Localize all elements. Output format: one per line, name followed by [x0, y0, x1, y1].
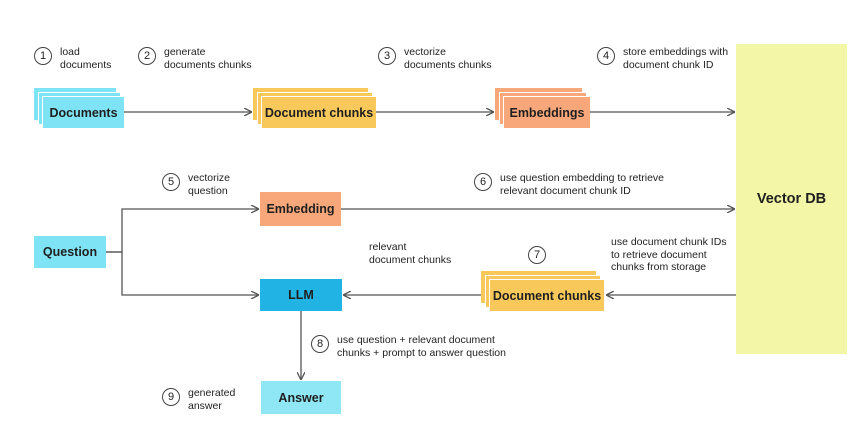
step-6: 6 use question embedding to retrieve rel…	[474, 172, 664, 197]
step-7: 7	[528, 245, 554, 264]
step-label: generated answer	[188, 387, 236, 412]
step-label: use question + relevant document chunks …	[337, 334, 506, 359]
arrow-question-to-llm	[106, 251, 258, 295]
step-label: vectorize documents chunks	[404, 46, 492, 71]
document-chunks-bottom-node: Document chunks	[489, 279, 604, 311]
step-number: 7	[528, 246, 546, 264]
step-label: load documents	[60, 46, 112, 71]
vector-db-node: Vector DB	[736, 44, 847, 354]
step-1: 1 load documents	[34, 46, 111, 71]
step-4: 4 store embeddings with document chunk I…	[597, 46, 728, 71]
embeddings-node: Embeddings	[503, 96, 590, 128]
answer-node: Answer	[261, 381, 341, 414]
step-number: 4	[597, 47, 615, 65]
question-node: Question	[34, 236, 106, 268]
step-2: 2 generate documents chunks	[138, 46, 252, 71]
llm-node: LLM	[260, 279, 342, 311]
document-chunks-top-node: Document chunks	[261, 96, 376, 128]
step-label: generate documents chunks	[164, 46, 252, 71]
step-number: 6	[474, 173, 492, 191]
step-5: 5 vectorize question	[162, 172, 230, 197]
step-3: 3 vectorize documents chunks	[378, 46, 492, 71]
step-9: 9 generated answer	[162, 387, 235, 412]
embedding-node: Embedding	[260, 192, 341, 226]
step-label: vectorize question	[188, 172, 231, 197]
step-number: 5	[162, 173, 180, 191]
step-number: 2	[138, 47, 156, 65]
step-number: 3	[378, 47, 396, 65]
step-number: 9	[162, 388, 180, 406]
retrieve-from-storage-note: use document chunk IDs to retrieve docum…	[611, 236, 727, 273]
step-label: store embeddings with document chunk ID	[623, 46, 729, 71]
arrow-question-to-embedding	[106, 209, 258, 253]
step-label: use question embedding to retrieve relev…	[500, 172, 665, 197]
step-8: 8 use question + relevant document chunk…	[311, 334, 506, 359]
step-number: 8	[311, 335, 329, 353]
documents-node: Documents	[42, 96, 124, 128]
step-number: 1	[34, 47, 52, 65]
relevant-chunks-note: relevant document chunks	[369, 241, 452, 266]
